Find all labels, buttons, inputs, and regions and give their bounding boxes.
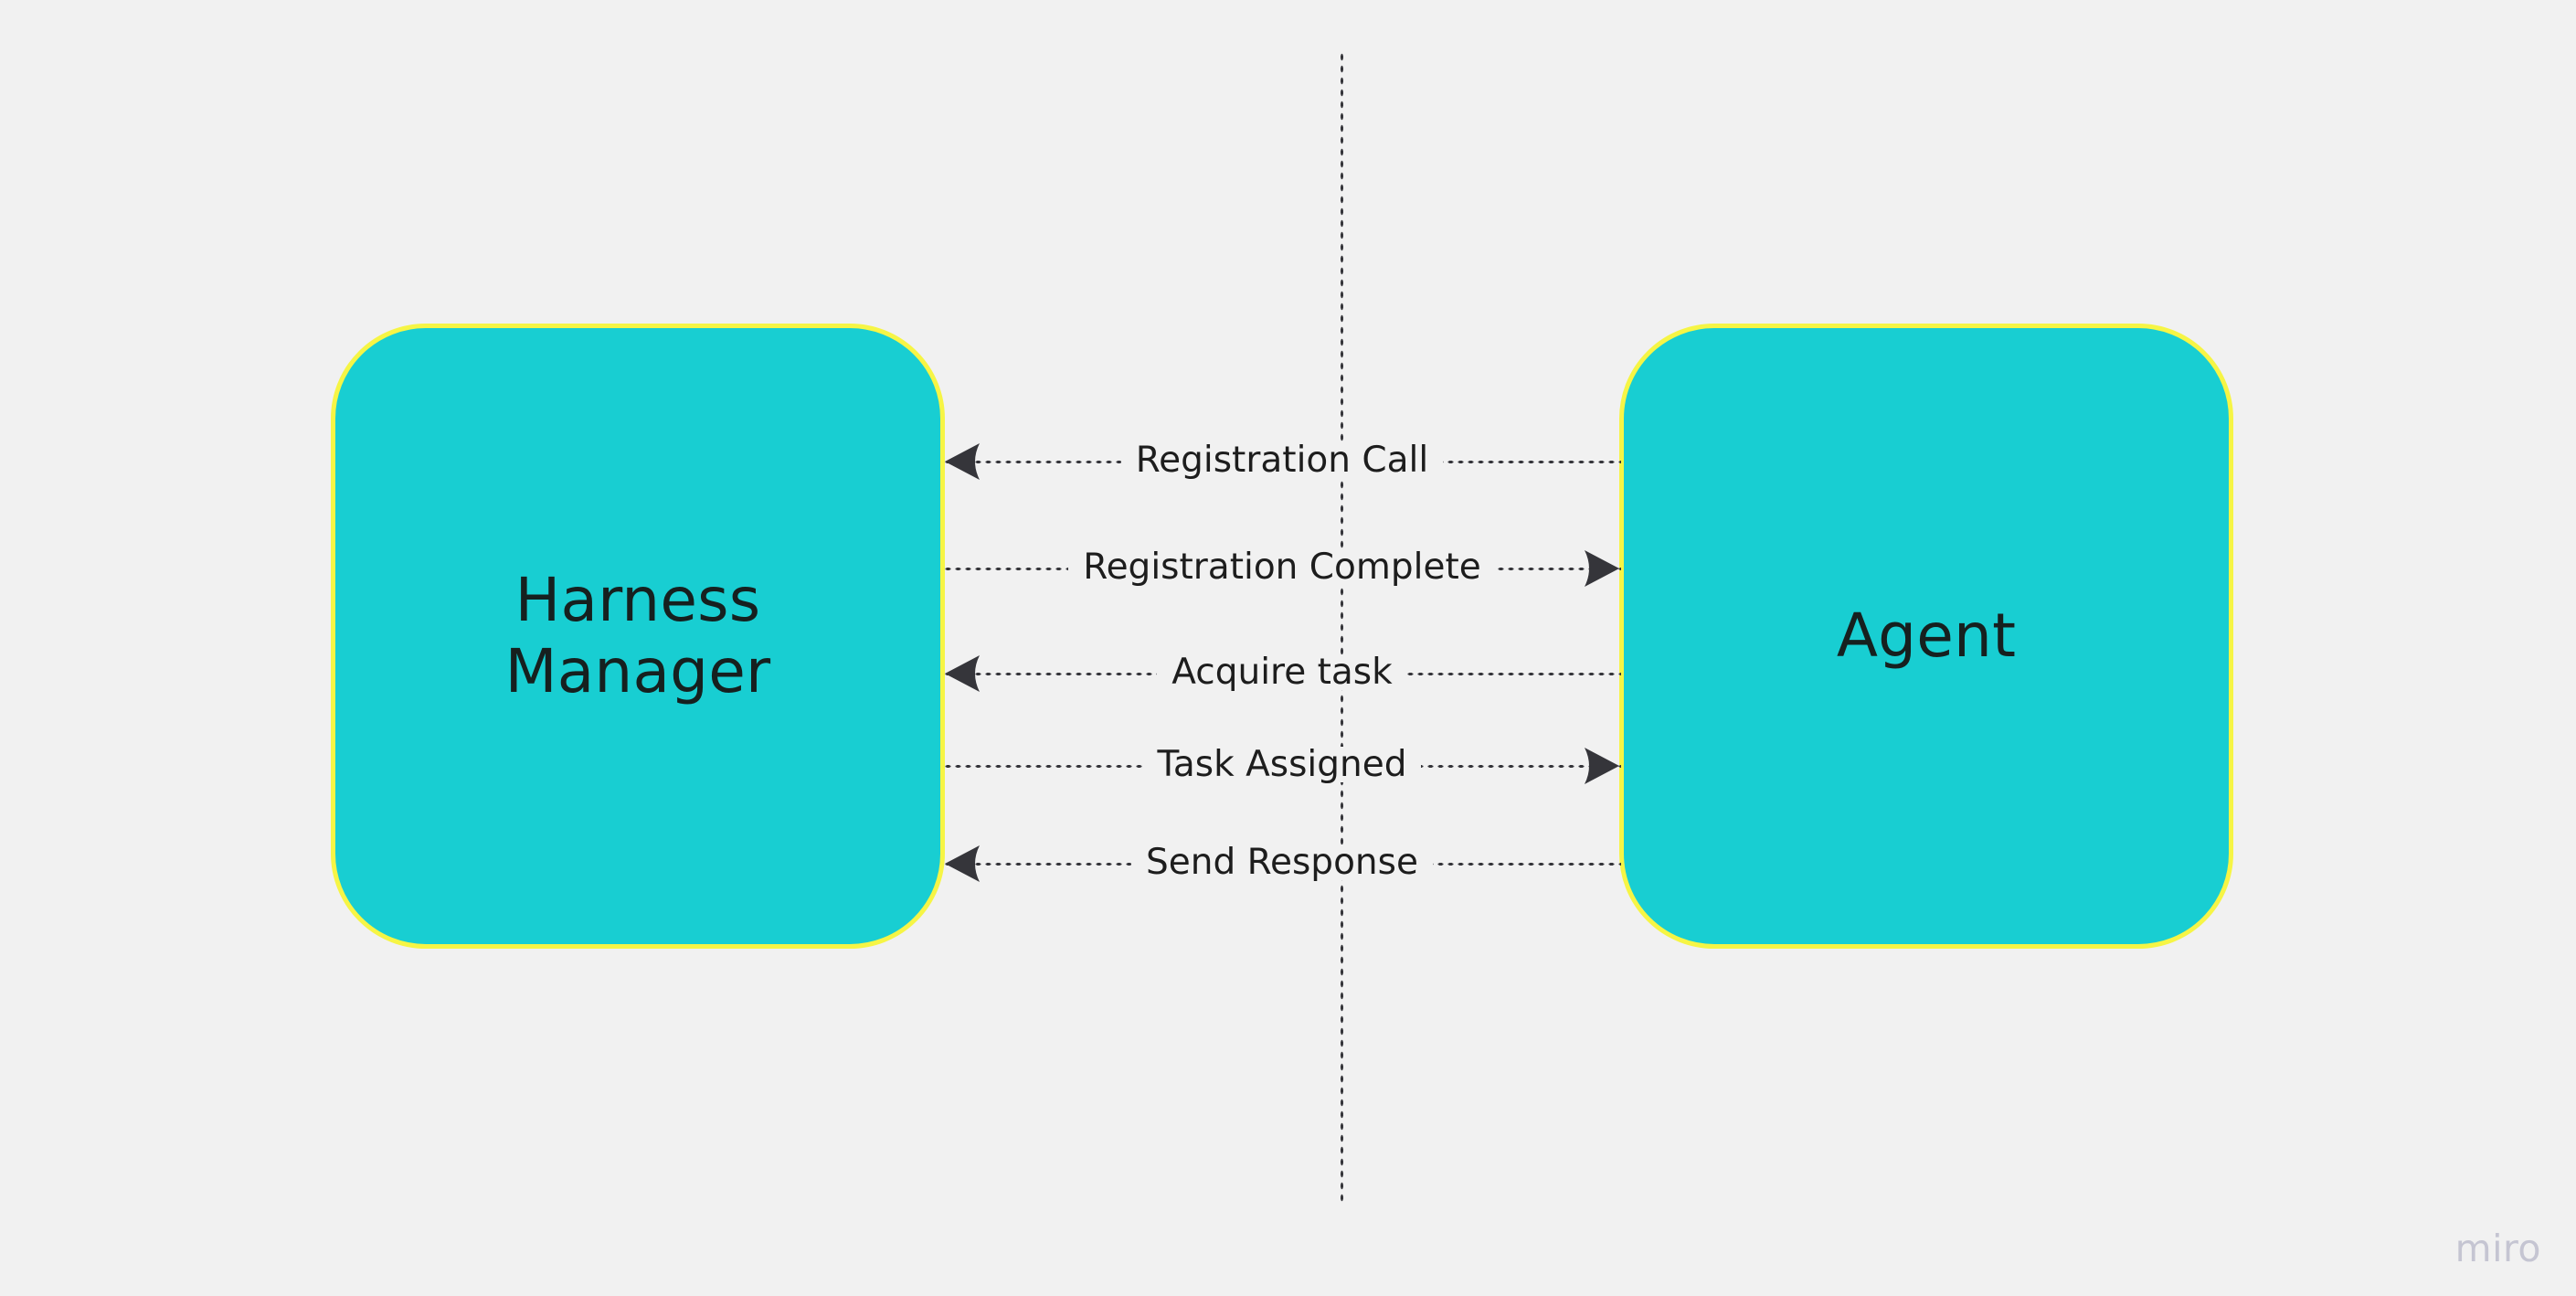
arrowhead-right-icon	[1579, 745, 1621, 787]
message-label: Registration Complete	[1068, 548, 1496, 585]
participant-label: Harness Manager	[504, 565, 771, 706]
participant-agent[interactable]: Agent	[1619, 324, 2233, 949]
message-label: Send Response	[1131, 844, 1433, 880]
miro-watermark: miro	[2454, 1227, 2541, 1270]
arrowhead-left-icon	[943, 441, 985, 483]
arrowhead-left-icon	[943, 653, 985, 695]
message-label: Registration Call	[1120, 441, 1444, 478]
lifeline-divider	[1340, 51, 1344, 1205]
message-label: Acquire task	[1157, 653, 1407, 690]
participant-harness-manager[interactable]: Harness Manager	[331, 324, 945, 949]
participant-label: Agent	[1836, 600, 2017, 672]
message-label: Task Assigned	[1142, 746, 1422, 782]
arrowhead-right-icon	[1579, 547, 1621, 590]
arrowhead-left-icon	[943, 843, 985, 885]
